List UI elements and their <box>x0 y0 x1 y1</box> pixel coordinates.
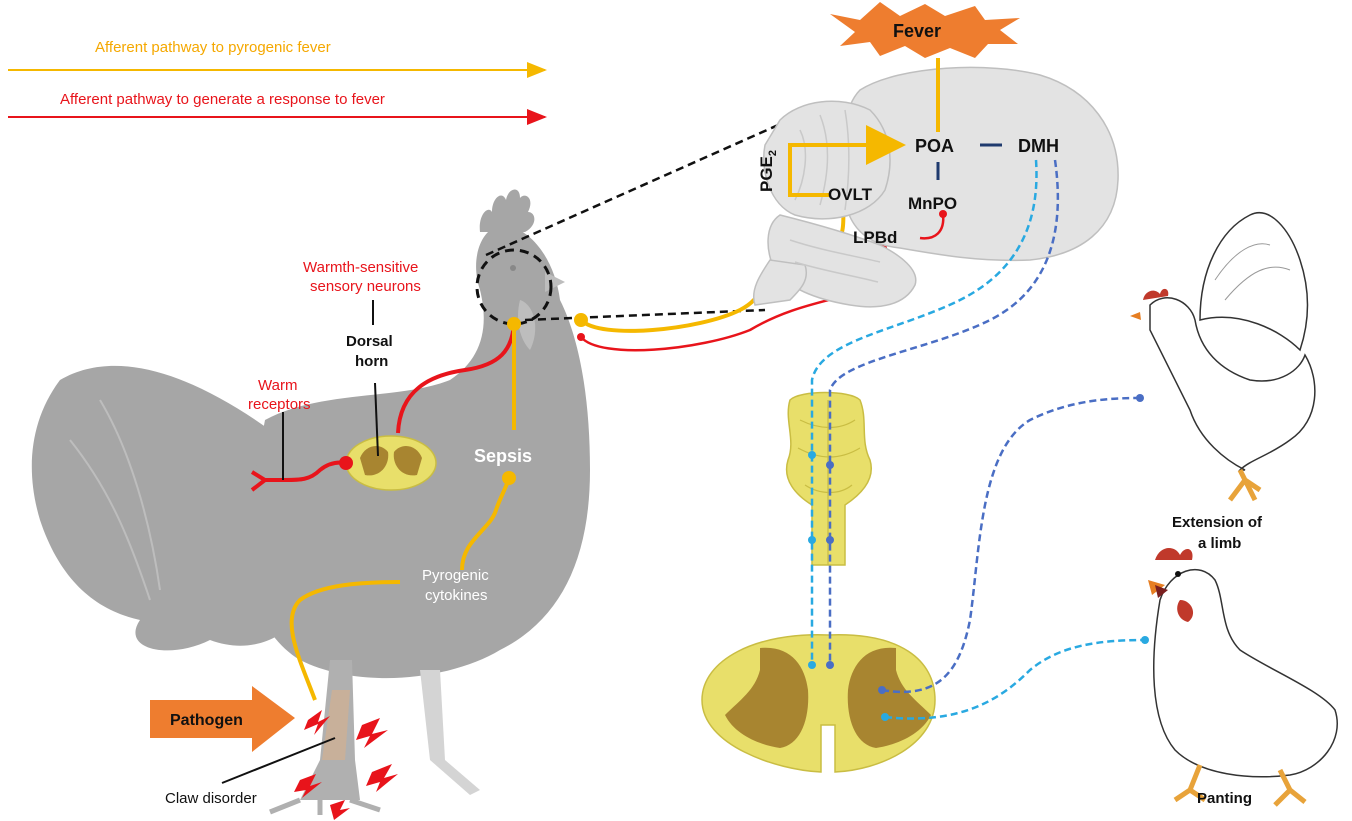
sepsis-label: Sepsis <box>474 446 532 466</box>
rooster-comb <box>479 189 535 232</box>
chicken-panting <box>1148 548 1338 807</box>
claw-pointer <box>221 737 336 784</box>
poa-label: POA <box>915 136 954 156</box>
extension-label-1: Extension of <box>1172 514 1263 531</box>
warm-receptors-label-2: receptors <box>248 396 311 413</box>
pyrogenic-cytokines-label-2: cytokines <box>425 587 488 604</box>
claw-disorder-label: Claw disorder <box>165 790 257 807</box>
legend-pyrogenic-label: Afferent pathway to pyrogenic fever <box>95 39 331 56</box>
spinal-cord-section <box>701 634 936 773</box>
dmh-descending-darkblue <box>828 159 1060 665</box>
mnpo-label: MnPO <box>908 194 957 213</box>
rooster-right-leg <box>420 670 480 795</box>
zoom-line-top <box>485 120 786 257</box>
pathogen-arrow: Pathogen <box>150 686 295 752</box>
poa-descending-lightblue <box>810 159 1038 665</box>
brainstem <box>753 259 807 306</box>
pyrogenic-cytokines-label-1: Pyrogenic <box>422 567 489 584</box>
warmth-sensitive-label-2: sensory neurons <box>310 278 421 295</box>
head-focus-circle <box>475 248 553 326</box>
limb-motor-path <box>881 396 1141 694</box>
dorsal-horn-label-1: Dorsal <box>346 333 393 350</box>
pyrogenic-limb-path <box>289 580 401 701</box>
warm-receptors-label-1: Warm <box>258 377 297 394</box>
mnpo-to-lpbd-path <box>919 213 945 240</box>
extension-label-2: a limb <box>1198 535 1241 552</box>
cytokine-to-sepsis-path <box>460 477 511 571</box>
legend: Afferent pathway to pyrogenic fever Affe… <box>8 39 547 125</box>
dorsal-to-head-path <box>396 323 516 434</box>
chicken-extension-limb <box>1130 212 1316 502</box>
ovlt-label: OVLT <box>828 185 873 204</box>
panting-motor-path <box>884 638 1146 720</box>
dorsal-horn-section <box>345 435 437 491</box>
zoom-line-bottom <box>524 308 766 322</box>
dorsal-horn-label-2: horn <box>355 353 388 370</box>
lpbd-label: LPBd <box>853 228 897 247</box>
fever-label: Fever <box>893 21 941 41</box>
panting-label: Panting <box>1197 790 1252 807</box>
pathogen-label: Pathogen <box>170 712 243 729</box>
fever-burst: Fever <box>830 2 1020 58</box>
brain <box>753 66 1119 308</box>
pge2-path <box>788 125 906 197</box>
warmth-sensitive-label-1: Warmth-sensitive <box>303 259 418 276</box>
injury-bolts <box>294 710 398 820</box>
dmh-label: DMH <box>1018 136 1059 156</box>
legend-response-label: Afferent pathway to generate a response … <box>60 91 385 108</box>
pge2-label: PGE2 <box>757 150 779 192</box>
